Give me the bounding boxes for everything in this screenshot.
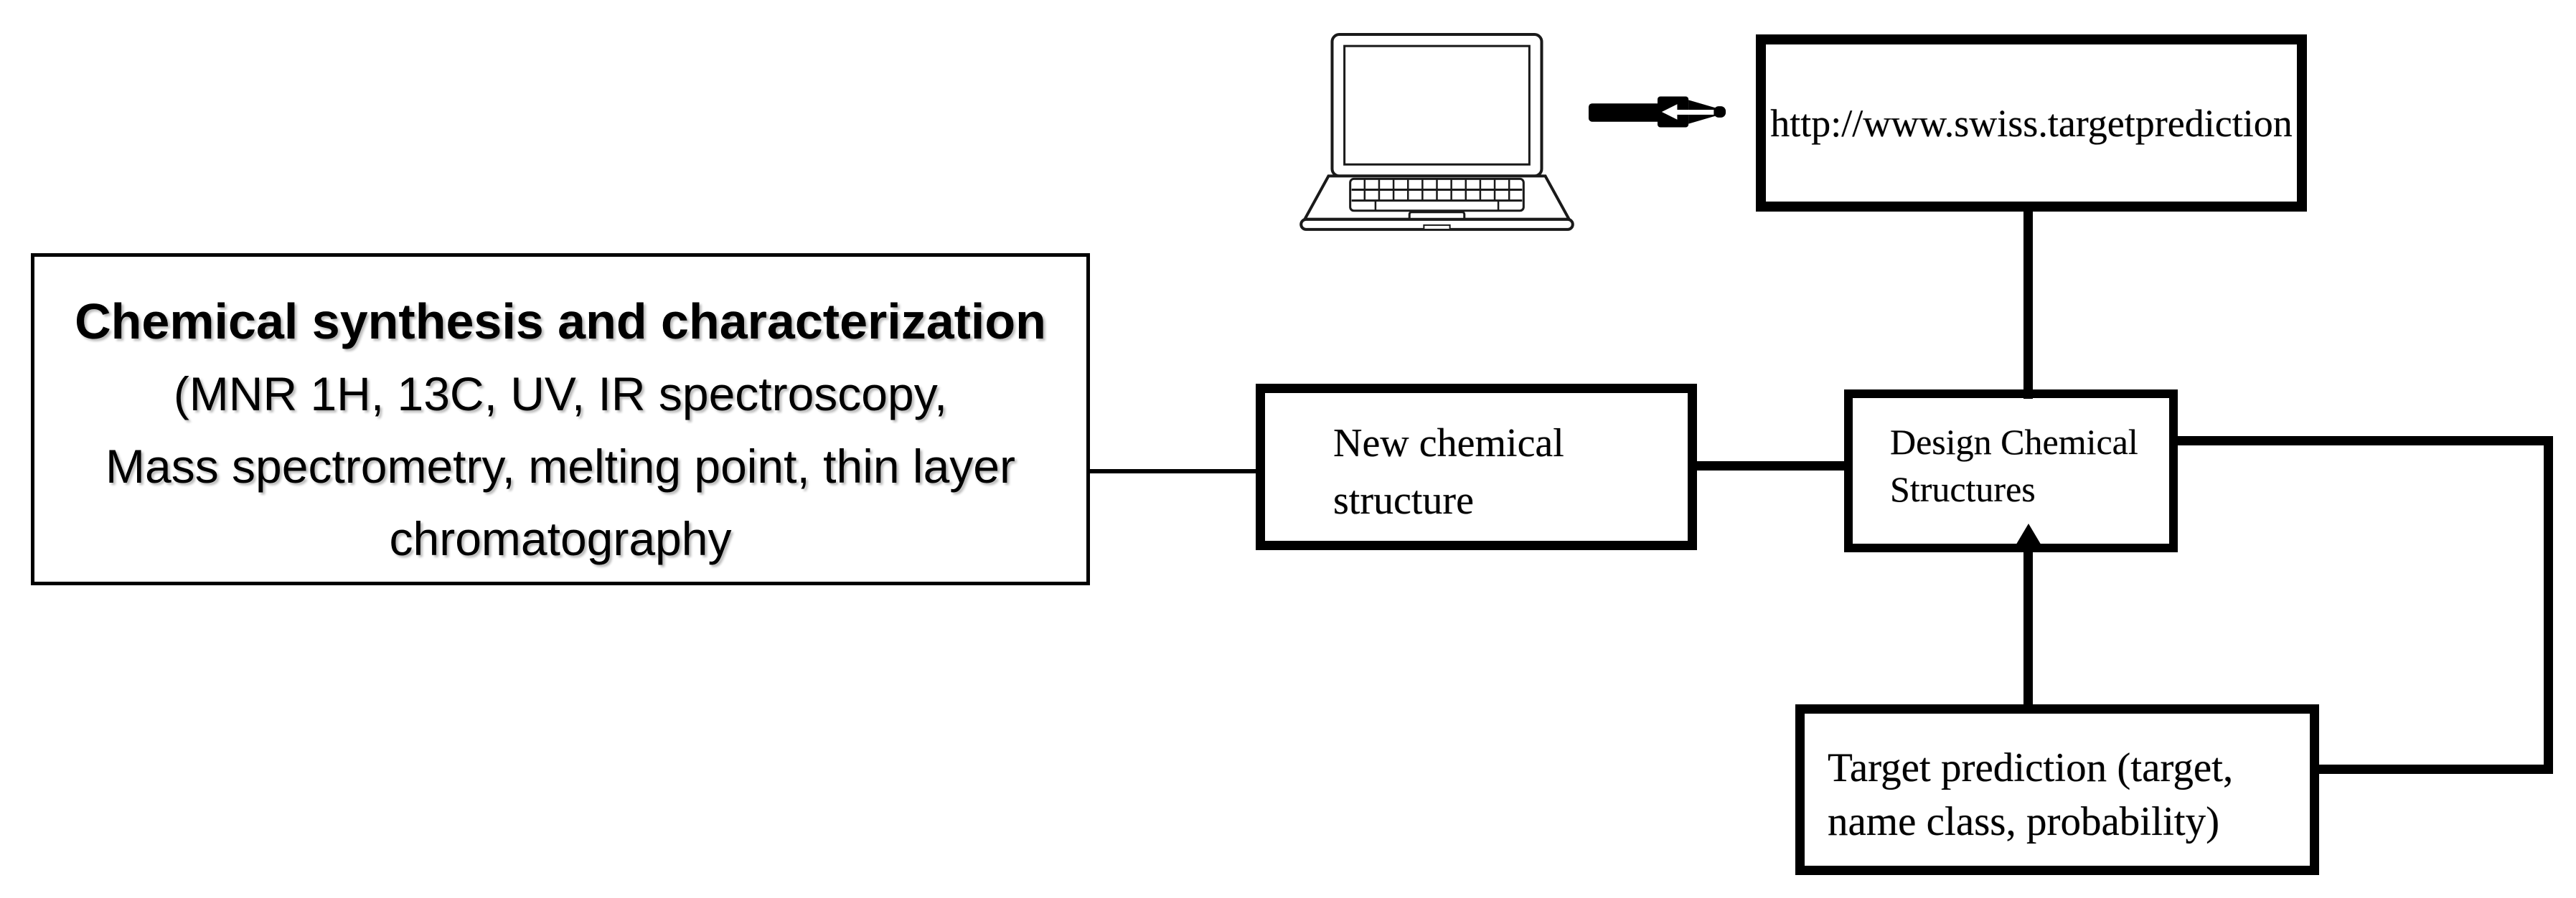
- design-line: Structures: [1890, 469, 2036, 509]
- chemical-synthesis-title: Chemical synthesis and characterization: [75, 293, 1046, 349]
- target-line: name class, probability): [1828, 799, 2220, 844]
- url-box: http://www.swiss.targetprediction: [1756, 34, 2307, 212]
- target-prediction-box: Target prediction (target, name class, p…: [1795, 704, 2319, 875]
- chemical-synthesis-line: (MNR 1H, 13C, UV, IR spectroscopy,: [173, 367, 948, 420]
- chemical-synthesis-line: chromatography: [389, 512, 732, 565]
- url-label: http://www.swiss.targetprediction: [1770, 101, 2293, 145]
- connector-design-right: [2173, 436, 2553, 445]
- new-chemical-structure-box: New chemical structure: [1256, 384, 1697, 550]
- connector-right-to-target: [2314, 765, 2553, 774]
- target-line: Target prediction (target,: [1828, 745, 2234, 790]
- chemical-synthesis-line: Mass spectrometry, melting point, thin l…: [105, 440, 1015, 493]
- new-chemical-line: New chemical: [1333, 421, 1564, 465]
- connector-url-to-design: [2023, 208, 2033, 399]
- connector-right-vertical: [2544, 436, 2553, 774]
- design-line: Design Chemical: [1890, 422, 2138, 462]
- connector-newchem-to-design: [1693, 461, 1848, 471]
- up-arrowhead-icon: [2015, 524, 2042, 547]
- connector-design-to-target: [2023, 547, 2033, 710]
- new-chemical-line: structure: [1333, 478, 1474, 523]
- design-chemical-structures-box: Design Chemical Structures: [1844, 389, 2178, 552]
- connector-synthesis-to-newchem: [1090, 469, 1259, 473]
- marker-arrow-icon: [1588, 96, 1726, 128]
- laptop-icon: [1299, 33, 1574, 231]
- chemical-synthesis-box: Chemical synthesis and characterization …: [31, 253, 1090, 585]
